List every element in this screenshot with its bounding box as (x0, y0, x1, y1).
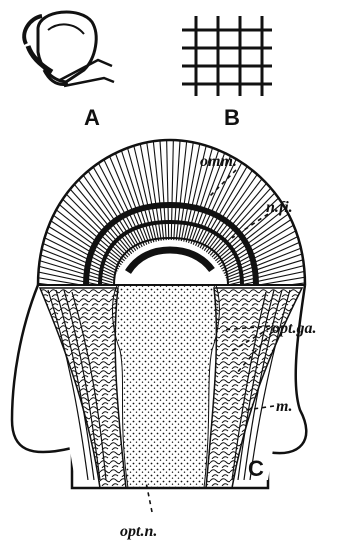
panel-b-grid (182, 16, 272, 96)
label-opt-n: opt.n. (120, 523, 157, 540)
panel-c-caption: C (248, 456, 264, 481)
panel-a-caption: A (84, 105, 100, 130)
label-omm: omm. (200, 153, 237, 170)
panel-a-eye-sketch (24, 12, 114, 86)
panel-b-caption: B (224, 105, 240, 130)
label-m: m. (276, 398, 292, 415)
central-nerve-mass (112, 260, 219, 488)
label-n-fi: n.fi. (266, 199, 293, 216)
label-opt-ga: opt.ga. (272, 320, 316, 337)
